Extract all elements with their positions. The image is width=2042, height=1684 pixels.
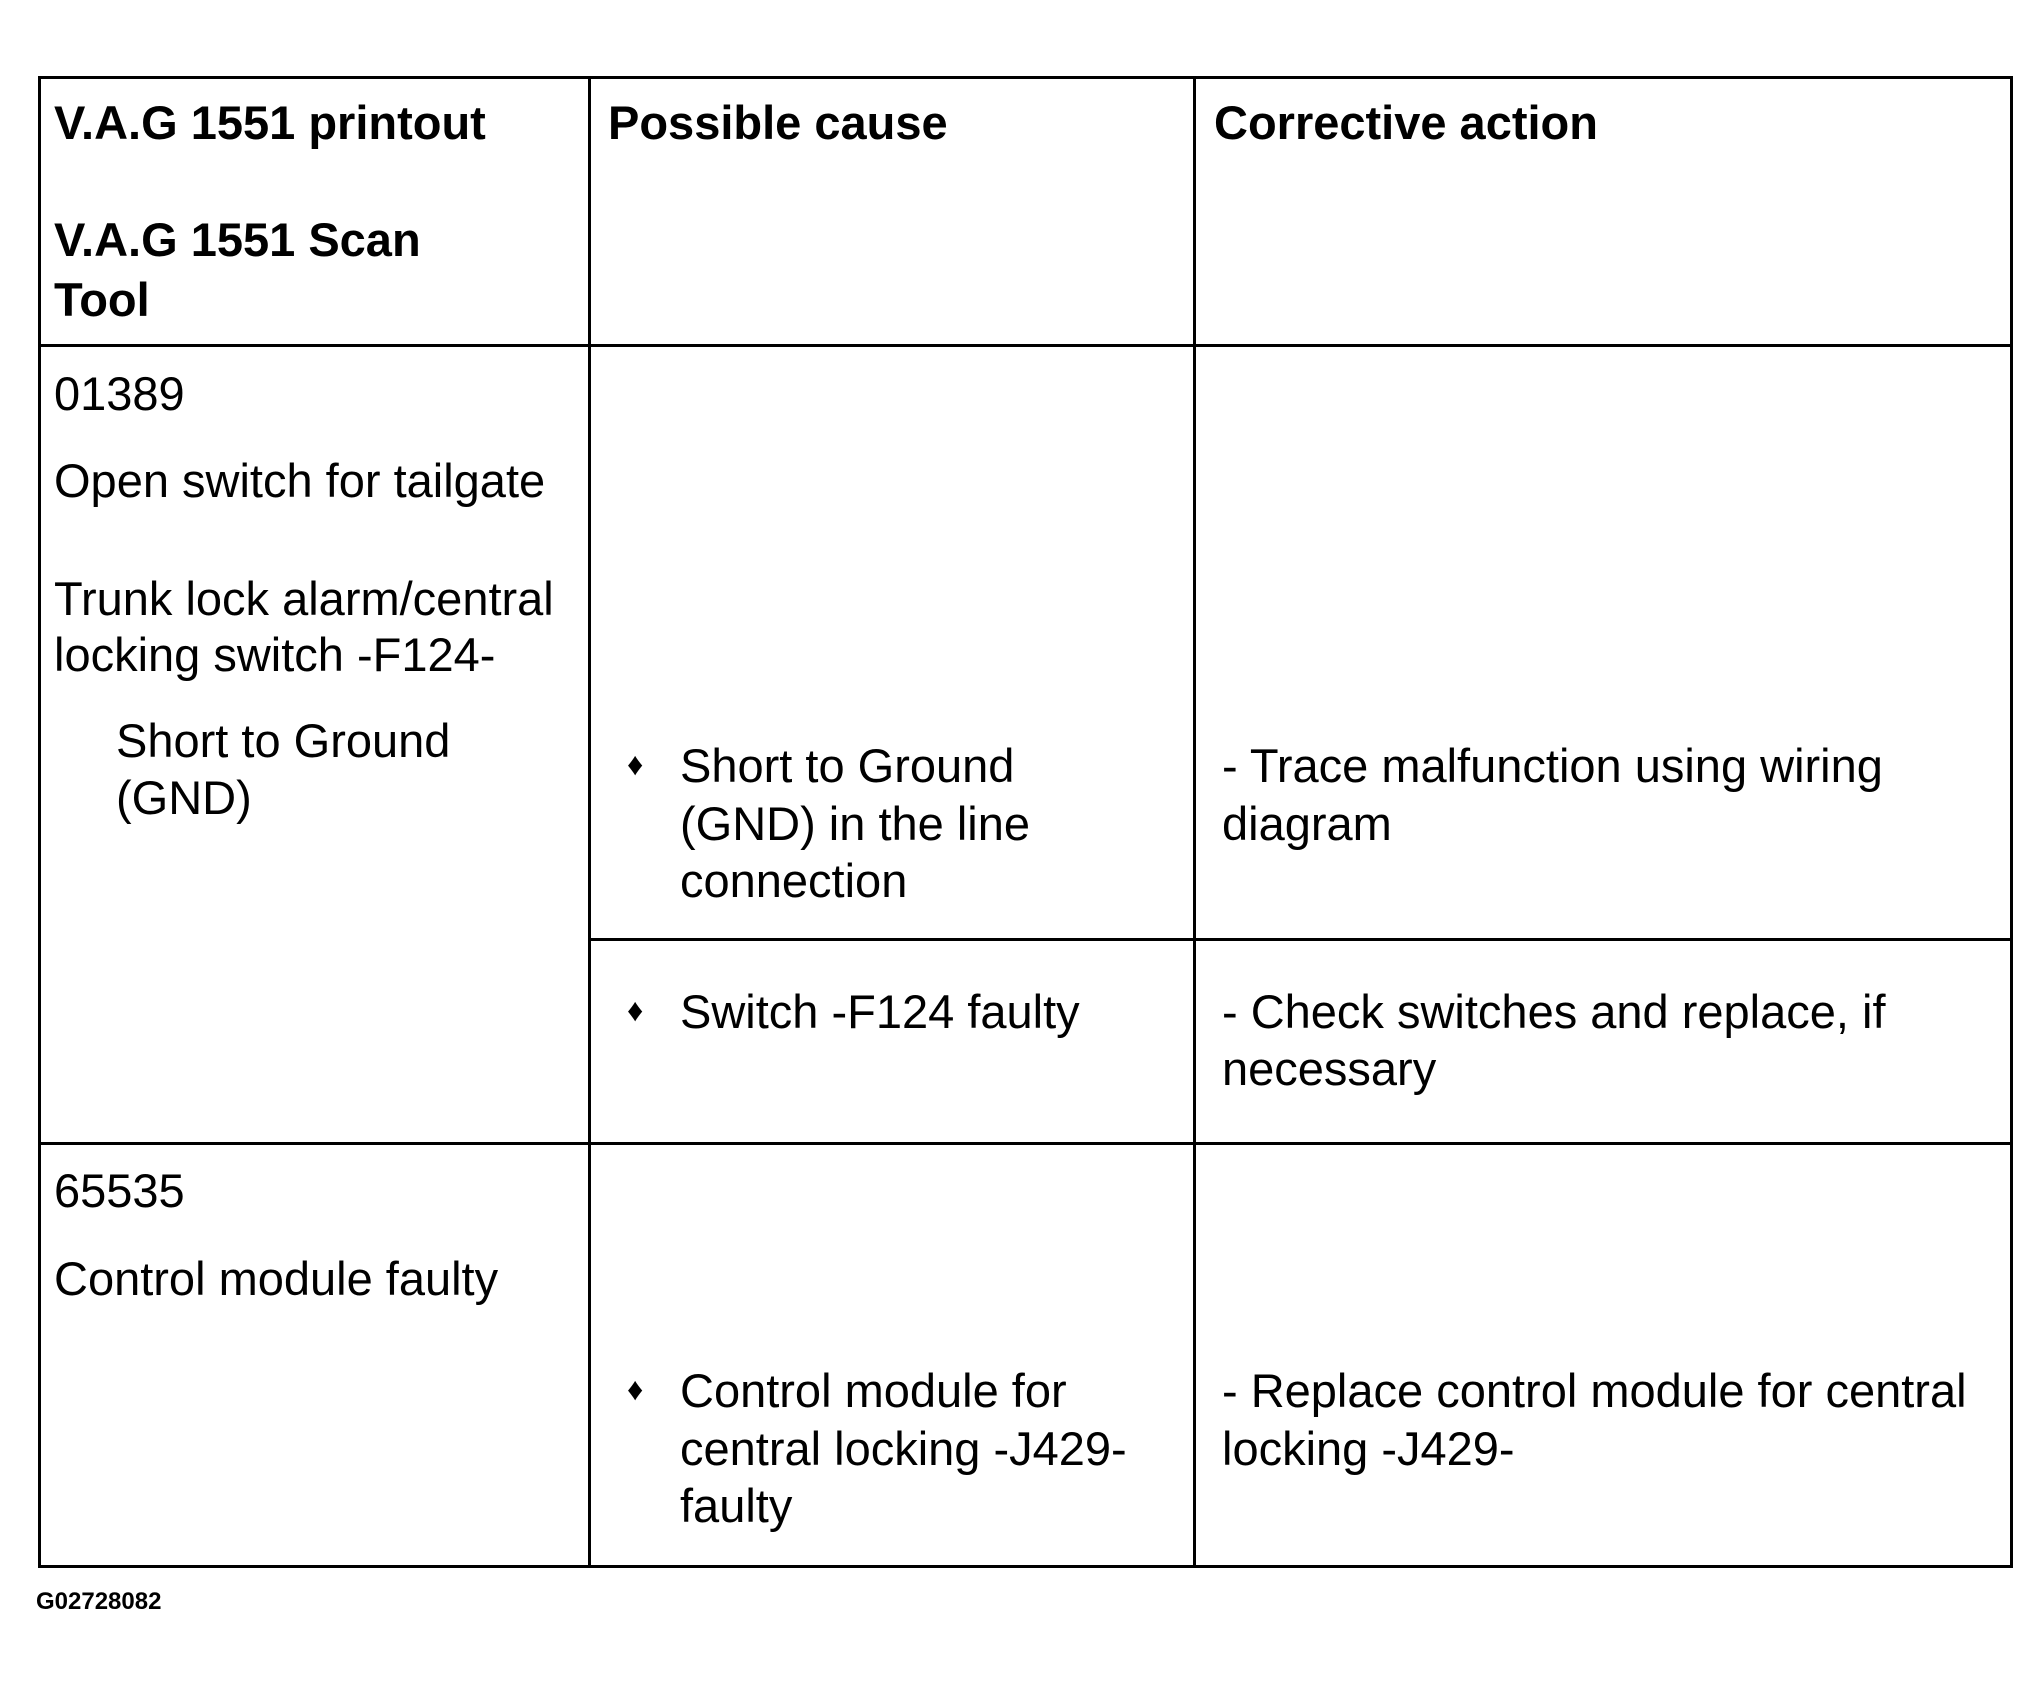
corrective-action-line2: locking -J429- [1222,1422,1515,1475]
row1-cause-divider [590,938,2013,941]
fault-type-line2: (GND) [116,771,252,824]
corrective-action-line1: - Check switches and replace, if [1222,985,1886,1038]
fault-description: Open switch for tailgate [54,454,546,507]
diagnostic-table [38,76,2013,1568]
fault-description: Control module faulty [54,1252,499,1305]
header-possible-cause: Possible cause [608,96,948,149]
possible-cause-line1: Short to Ground [680,739,1015,792]
column-divider-2 [1193,76,1196,1568]
bullet-icon: ♦ [627,992,644,1028]
header-printout: V.A.G 1551 printout [54,96,486,149]
fault-code: 01389 [54,367,185,420]
possible-cause-line3: connection [680,854,908,907]
header-corrective-action: Corrective action [1214,96,1598,149]
header-scan-tool-line1: V.A.G 1551 Scan [54,213,421,266]
possible-cause-line2: (GND) in the line [680,797,1030,850]
header-scan-tool-line2: Tool [54,273,150,326]
corrective-action-line2: necessary [1222,1042,1437,1095]
corrective-action-line1: - Replace control module for central [1222,1364,1967,1417]
header-row-divider [38,344,2013,347]
possible-cause-line3: faulty [680,1479,793,1532]
column-divider-1 [588,76,591,1568]
component-description-line2: locking switch -F124- [54,628,496,681]
component-description-line1: Trunk lock alarm/central [54,572,554,625]
fault-code: 65535 [54,1164,185,1217]
possible-cause-line1: Control module for [680,1364,1067,1417]
bullet-icon: ♦ [627,746,644,782]
possible-cause-line1: Switch -F124 faulty [680,985,1080,1038]
corrective-action-line1: - Trace malfunction using wiring [1222,739,1883,792]
bullet-icon: ♦ [627,1371,644,1407]
figure-id: G02728082 [36,1588,162,1615]
row-divider [38,1142,2013,1145]
fault-type-line1: Short to Ground [116,714,451,767]
corrective-action-line2: diagram [1222,797,1392,850]
possible-cause-line2: central locking -J429- [680,1422,1127,1475]
